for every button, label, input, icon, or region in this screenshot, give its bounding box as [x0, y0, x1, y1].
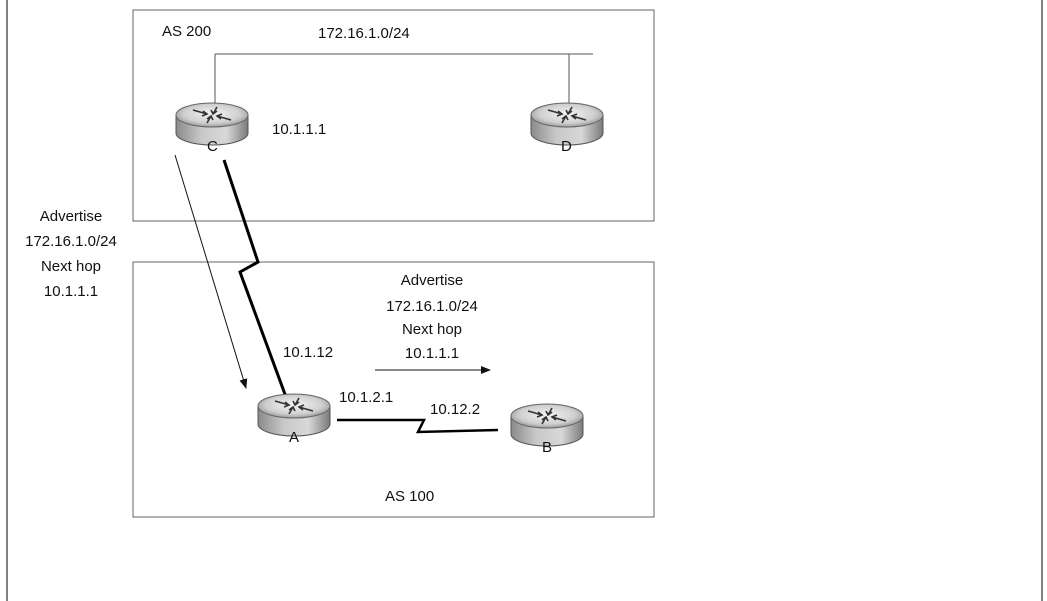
ebgp-advertisement-note: Advertise 172.16.1.0/24 Next hop 10.1.1.… — [25, 208, 117, 300]
router-a-address-to-b: 10.1.2.1 — [339, 389, 393, 406]
ibgp-note-line: 172.16.1.0/24 — [386, 298, 478, 315]
router-a-address-to-c: 10.1.12 — [283, 344, 333, 361]
ibgp-note-line: Advertise — [401, 272, 464, 289]
router-b-address: 10.12.2 — [430, 401, 480, 418]
as200-network-label: 172.16.1.0/24 — [318, 25, 410, 42]
ebgp-note-line: Advertise — [40, 208, 103, 225]
router-d-label: D — [561, 138, 572, 155]
router-c-label: C — [207, 138, 218, 155]
ebgp-note-line: 10.1.1.1 — [44, 283, 98, 300]
ibgp-note-line: 10.1.1.1 — [405, 345, 459, 362]
ebgp-note-line: Next hop — [41, 258, 101, 275]
ibgp-advertisement-note: Advertise 172.16.1.0/24 Next hop 10.1.1.… — [386, 272, 478, 362]
ibgp-note-line: Next hop — [402, 321, 462, 338]
as200-label: AS 200 — [162, 23, 211, 40]
router-c-address: 10.1.1.1 — [272, 121, 326, 138]
serial-link-a-b — [337, 418, 499, 434]
router-a-label: A — [289, 429, 299, 446]
router-d: D — [530, 102, 604, 155]
router-c: C — [175, 102, 249, 155]
router-a: A — [257, 393, 331, 446]
ebgp-note-line: 172.16.1.0/24 — [25, 233, 117, 250]
router-b-label: B — [542, 439, 552, 456]
as100-label: AS 100 — [385, 488, 434, 505]
as200-box — [132, 9, 655, 222]
serial-link-c-a — [222, 159, 288, 398]
router-b: B — [510, 403, 584, 456]
ebgp-advertisement-arrow — [174, 154, 248, 389]
as100-box — [132, 261, 655, 518]
